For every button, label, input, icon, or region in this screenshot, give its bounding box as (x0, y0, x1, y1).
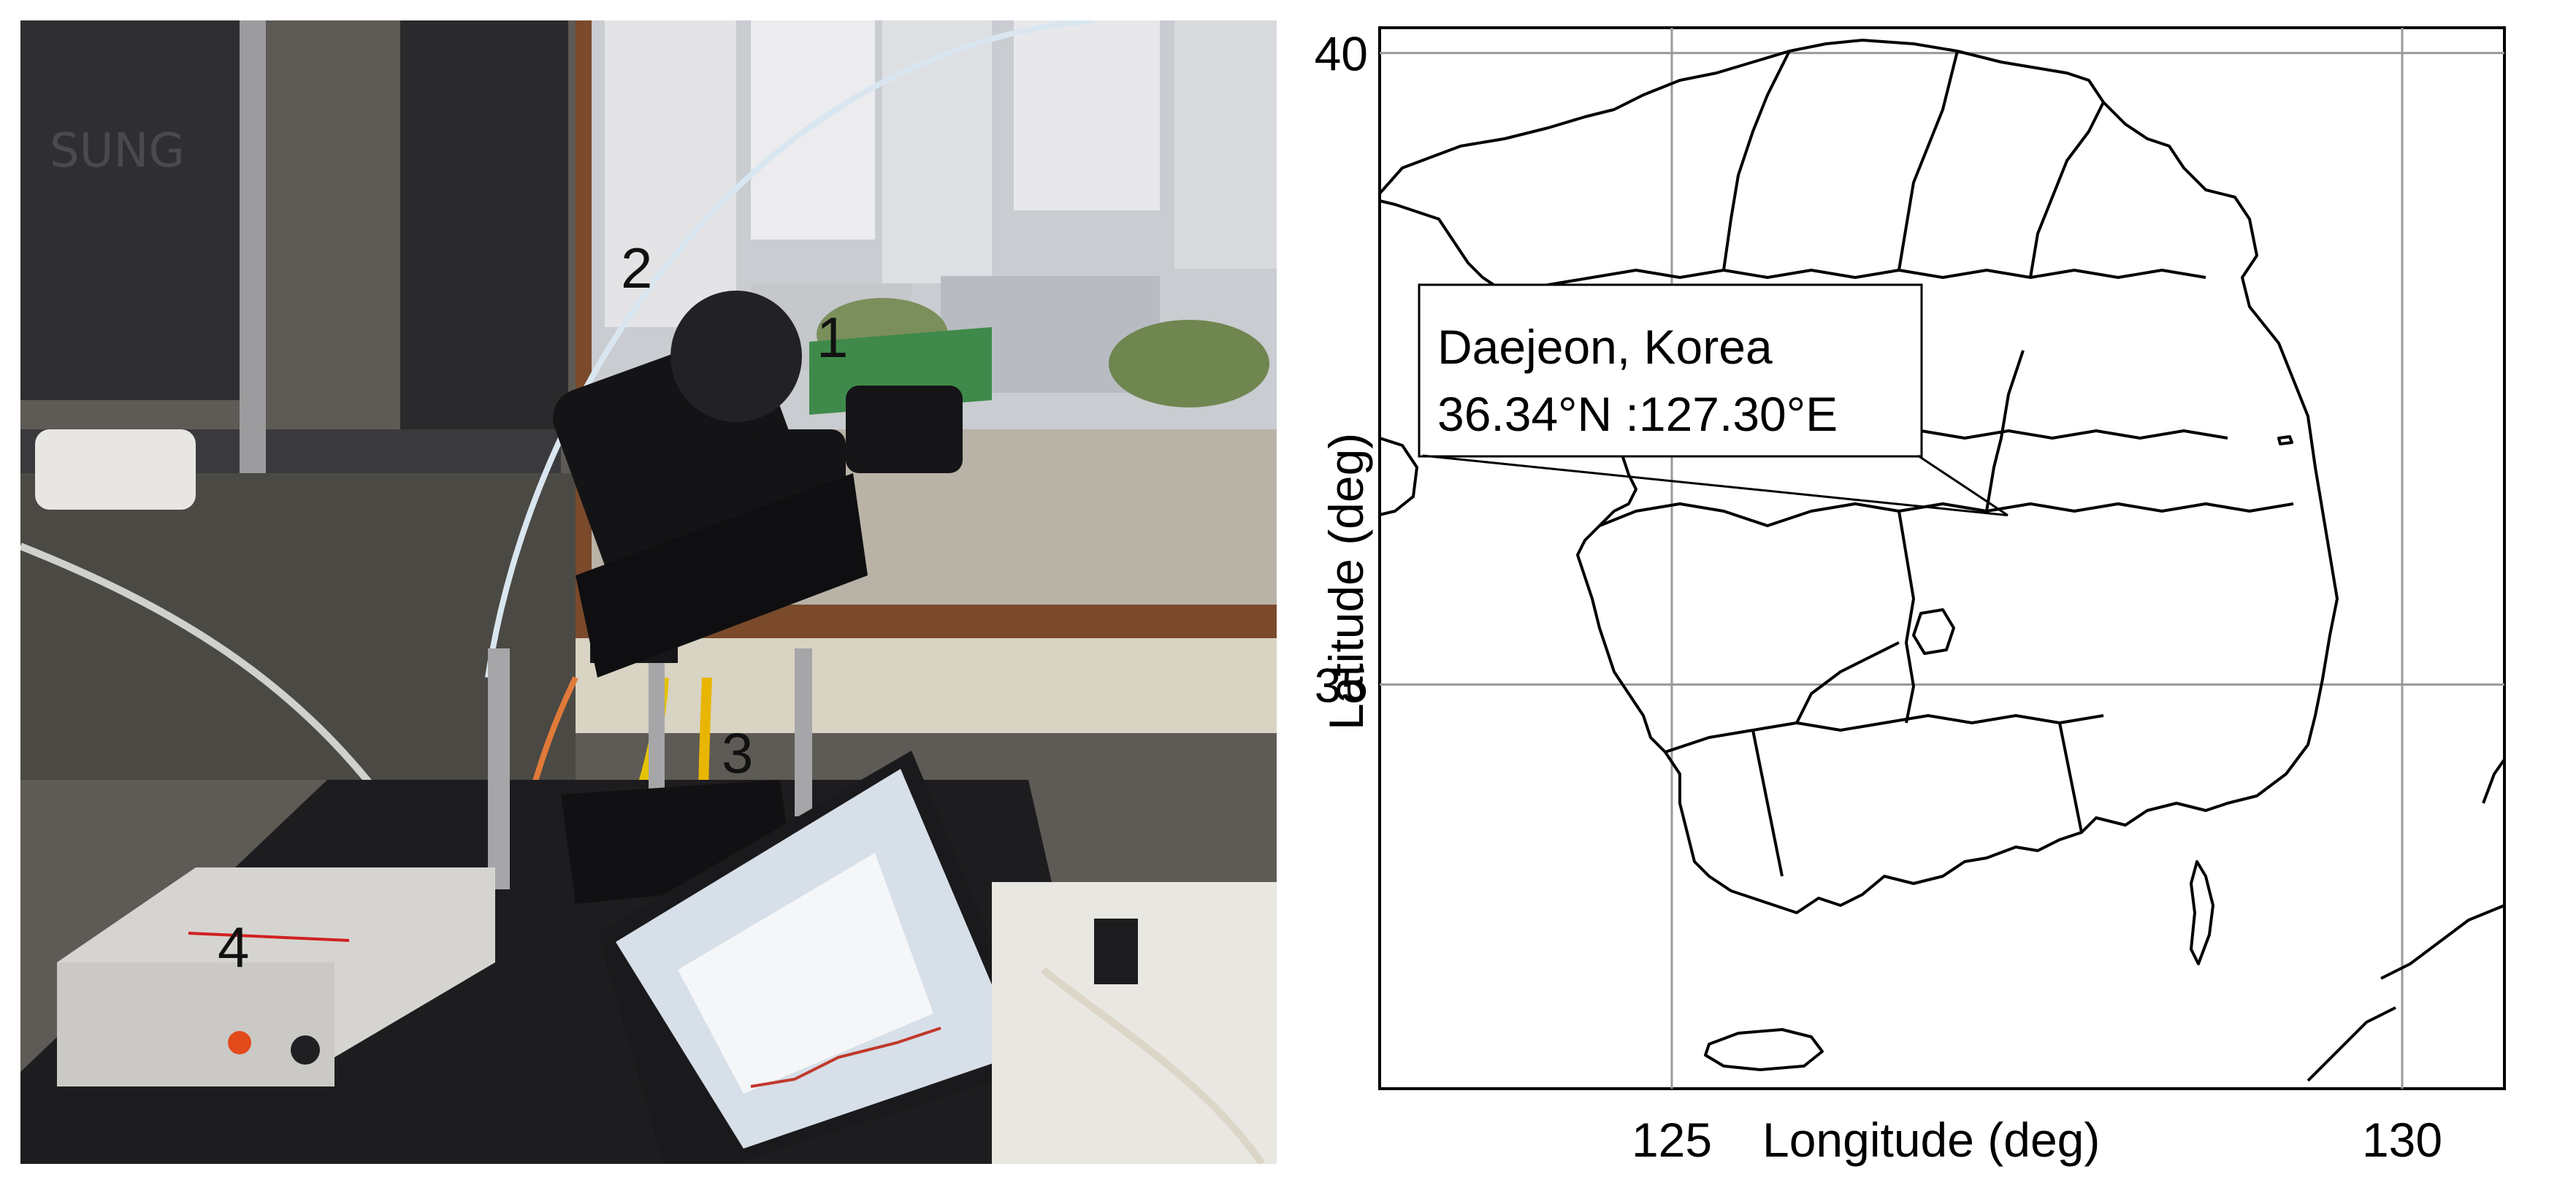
y-axis-title: Latitude (deg) (1319, 433, 1373, 730)
x-tick-labels: 125 130 (1632, 1113, 2442, 1167)
x-axis-title: Longitude (deg) (1762, 1113, 2100, 1167)
jeju-island (1704, 1028, 1824, 1071)
monitor-brand-text: SUNG (50, 124, 185, 178)
y-tick-label: 35 (1315, 658, 1368, 712)
controller-box (57, 867, 495, 1087)
callout-title: Daejeon, Korea (1437, 320, 1773, 374)
map-grid (1380, 28, 2504, 1089)
korea-map: Daejeon, Korea 36.34°N :127.30°E 35 40 12… (1315, 26, 2506, 1167)
coastline (1378, 39, 2506, 1082)
callout-leader-line (1422, 454, 2009, 517)
monitor (20, 20, 240, 400)
location-callout: Daejeon, Korea 36.34°N :127.30°E (1418, 283, 2009, 517)
map-frame (1378, 26, 2506, 1090)
y-tick-label: 40 (1315, 27, 1368, 81)
y-tick-labels: 35 40 (1315, 27, 1368, 713)
daejeon-outline (1912, 608, 1955, 655)
photo-label-4: 4 (218, 915, 250, 979)
photo-label-3: 3 (722, 721, 754, 785)
optical-mount (846, 386, 963, 473)
callout-leader-line (1917, 454, 2009, 516)
photo-label-1: 1 (817, 305, 849, 369)
laptop (597, 751, 1043, 1164)
callout-coordinates: 36.34°N :127.30°E (1437, 387, 1838, 441)
x-tick-label: 130 (2362, 1113, 2442, 1167)
callout-box (1418, 283, 1923, 458)
setup-photo: SUNG (20, 20, 1277, 1164)
x-tick-label: 125 (1632, 1113, 1712, 1167)
photo-label-2: 2 (621, 236, 653, 300)
setup-photo-illustration: SUNG (20, 20, 1277, 1164)
